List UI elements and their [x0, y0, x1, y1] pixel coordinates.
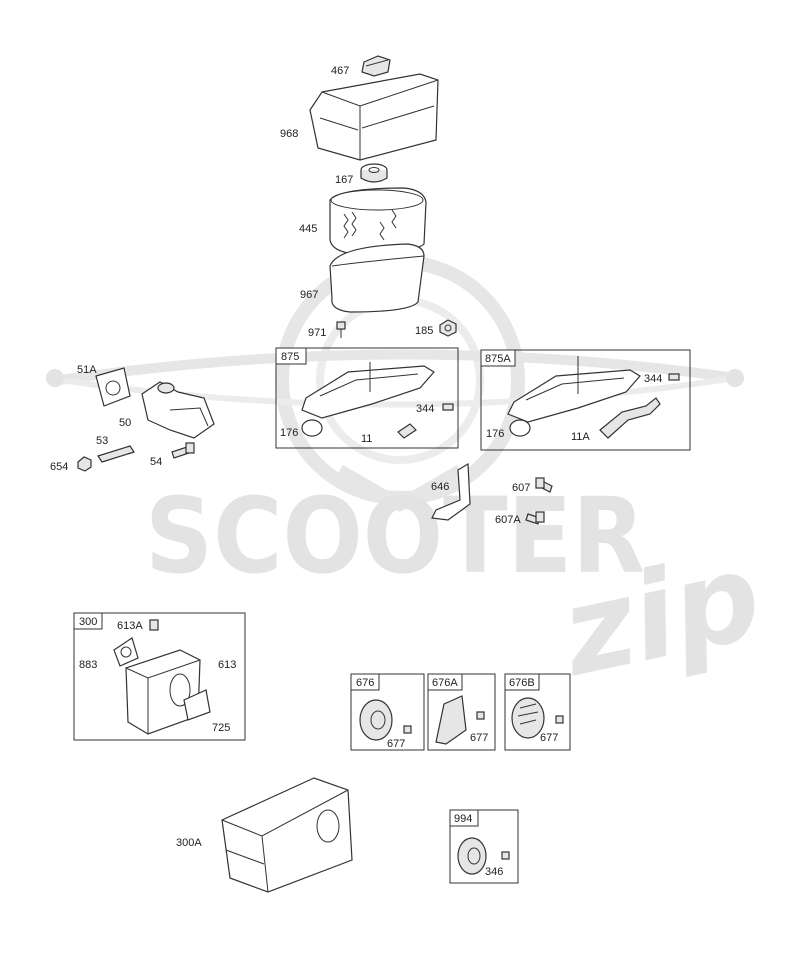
- label-971: 971: [308, 327, 326, 339]
- elbow-50: [141, 381, 215, 439]
- muffler-300A: [221, 777, 353, 893]
- air-filter-cartridge-445: [329, 187, 427, 255]
- bracket-646: [431, 462, 471, 521]
- label-11A: 11A: [571, 431, 590, 443]
- screw-607A: [525, 511, 545, 525]
- label-725: 725: [212, 722, 230, 734]
- nut-185: [439, 319, 457, 337]
- box-label-994: 994: [454, 813, 472, 825]
- label-467: 467: [331, 65, 349, 77]
- box-994: 994: [449, 809, 519, 884]
- pre-cleaner-967: [329, 243, 425, 313]
- label-677-676A: 677: [470, 732, 488, 744]
- box-676A: 676A: [427, 673, 496, 751]
- label-176-875A: 176: [486, 428, 504, 440]
- label-53: 53: [96, 435, 108, 447]
- label-607A: 607A: [495, 514, 521, 526]
- watermark-brand: SCOOTER: [145, 475, 645, 597]
- label-176-875: 176: [280, 427, 298, 439]
- label-883: 883: [79, 659, 97, 671]
- box-300: 300: [73, 612, 246, 741]
- label-54: 54: [150, 456, 162, 468]
- label-167: 167: [335, 174, 353, 186]
- box-875A: 875A: [480, 349, 691, 451]
- label-50: 50: [119, 417, 131, 429]
- screw-54: [171, 442, 195, 459]
- box-676B: 676B: [504, 673, 571, 751]
- stud-53: [97, 445, 135, 463]
- label-11: 11: [361, 433, 372, 445]
- label-344-875A: 344: [644, 373, 662, 385]
- screw-607: [535, 477, 553, 493]
- label-346: 346: [485, 866, 503, 878]
- box-875: 875: [275, 347, 459, 449]
- box-label-875: 875: [281, 351, 299, 363]
- label-607: 607: [512, 482, 530, 494]
- label-185: 185: [415, 325, 433, 337]
- part-labels: 467 968 167 445 967 971 185 51A 50 53 65…: [50, 65, 662, 878]
- label-51A: 51A: [77, 364, 97, 376]
- screw-971: [336, 321, 346, 338]
- box-label-676B: 676B: [509, 677, 535, 689]
- label-344-875: 344: [416, 403, 434, 415]
- cover-knob-467: [361, 55, 391, 77]
- box-676: 676: [350, 673, 425, 751]
- nut-654: [77, 456, 92, 472]
- box-label-875A: 875A: [485, 353, 511, 365]
- label-677-676: 677: [387, 738, 405, 750]
- scooter-zip-watermark: SCOOTER zip: [46, 255, 772, 704]
- label-646: 646: [431, 481, 449, 493]
- box-label-676: 676: [356, 677, 374, 689]
- label-967: 967: [300, 289, 318, 301]
- label-613: 613: [218, 659, 236, 671]
- box-label-300: 300: [79, 616, 97, 628]
- gasket-51A: [95, 367, 131, 407]
- label-445: 445: [299, 223, 317, 235]
- box-label-676A: 676A: [432, 677, 458, 689]
- air-cleaner-cover-968: [309, 73, 439, 161]
- nut-167: [360, 163, 388, 183]
- label-654: 654: [50, 461, 68, 473]
- label-677-676B: 677: [540, 732, 558, 744]
- label-968: 968: [280, 128, 298, 140]
- label-613A: 613A: [117, 620, 143, 632]
- label-300A: 300A: [176, 837, 202, 849]
